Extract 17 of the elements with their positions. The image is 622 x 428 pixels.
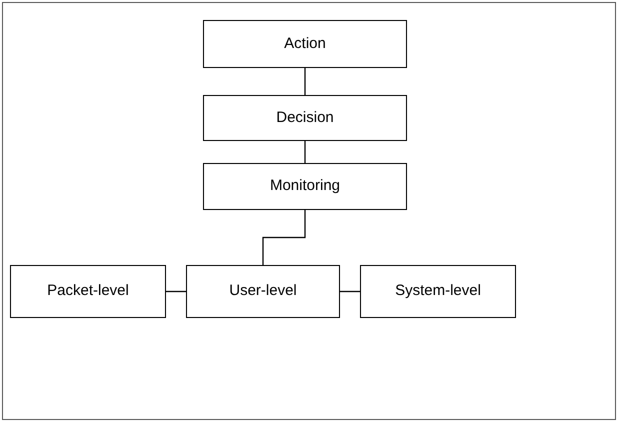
process-box [186,265,340,318]
box-label: Decision [276,108,334,128]
process-box [203,163,407,210]
connector-line [262,210,306,265]
box-label: User-level [229,281,297,302]
box-label: Action [284,34,326,54]
process-box [360,265,516,318]
process-box [203,95,407,141]
connector-line [304,141,306,163]
connector-line [304,68,306,95]
process-box [203,20,407,68]
connector-line [340,290,360,292]
process-box [10,265,166,318]
box-label: System-level [395,281,481,302]
connector-line [166,290,186,292]
box-label: Packet-level [47,281,129,302]
box-label: Monitoring [270,176,340,196]
